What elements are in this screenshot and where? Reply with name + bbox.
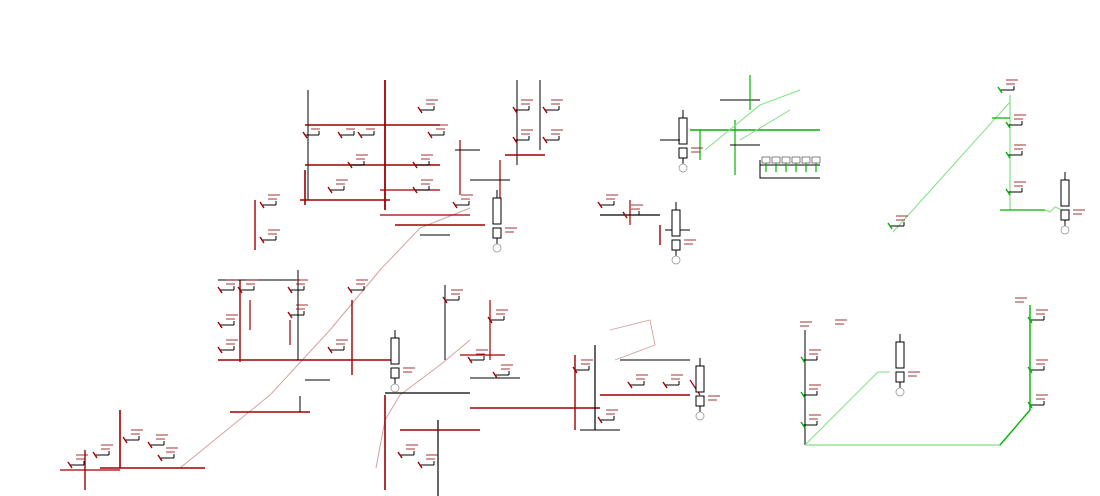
- riser-base: [671, 239, 681, 251]
- valve-mark: [512, 136, 518, 144]
- riser-column: [895, 341, 905, 369]
- valve-mark: [622, 211, 628, 219]
- valve-mark: [302, 131, 308, 139]
- valve-mark: [442, 296, 448, 304]
- riser-base: [390, 367, 400, 379]
- diagonal-supply: [804, 371, 890, 446]
- radiator: [781, 156, 791, 164]
- valve-mark: [237, 286, 243, 294]
- valve-mark: [1005, 188, 1011, 196]
- valve-mark: [259, 236, 265, 244]
- valve-mark: [662, 381, 668, 389]
- diagonal-link: [704, 89, 801, 151]
- diagonal-link: [609, 319, 656, 361]
- radiator: [771, 156, 781, 164]
- diagonal-link: [375, 339, 471, 469]
- valve-mark: [542, 136, 548, 144]
- valve-mark: [259, 201, 265, 209]
- valve-mark: [287, 286, 293, 294]
- diagonal-trunk: [179, 207, 471, 469]
- valve-mark: [397, 451, 403, 459]
- riser-column: [390, 337, 400, 365]
- valve-mark: [492, 371, 498, 379]
- riser-base: [492, 227, 502, 239]
- riser-column: [492, 197, 502, 225]
- valve-mark: [452, 201, 458, 209]
- diagonal-link: [739, 109, 791, 141]
- valve-mark: [217, 346, 223, 354]
- valve-mark: [1005, 151, 1011, 159]
- riser-marker-circle: [671, 255, 681, 265]
- valve-mark: [487, 316, 493, 324]
- valve-mark: [597, 416, 603, 424]
- valve-mark: [800, 356, 806, 364]
- valve-mark: [467, 356, 473, 364]
- valve-mark: [417, 106, 423, 114]
- radiator: [791, 156, 801, 164]
- valve-mark: [347, 286, 353, 294]
- riser-marker-circle: [492, 243, 502, 253]
- valve-mark: [627, 381, 633, 389]
- valve-mark: [887, 222, 893, 230]
- riser-marker-circle: [695, 411, 705, 421]
- pipe-run: [1044, 206, 1063, 213]
- valve-mark: [337, 131, 343, 139]
- riser-marker-circle: [678, 163, 688, 173]
- riser-base: [895, 371, 905, 383]
- valve-mark: [217, 321, 223, 329]
- valve-mark: [92, 451, 98, 459]
- riser-marker-circle: [390, 383, 400, 393]
- riser-column: [678, 117, 688, 145]
- radiator: [761, 156, 771, 164]
- radiator-frame: [759, 160, 820, 179]
- riser-base: [1060, 209, 1070, 221]
- valve-mark: [147, 441, 153, 449]
- valve-mark: [427, 131, 433, 139]
- valve-mark: [417, 461, 423, 469]
- pipe-run: [999, 305, 1031, 446]
- valve-mark: [1027, 316, 1033, 324]
- valve-mark: [800, 421, 806, 429]
- valve-mark: [347, 161, 353, 169]
- valve-mark: [542, 106, 548, 114]
- radiator: [811, 156, 821, 164]
- valve-mark: [357, 131, 363, 139]
- valve-mark: [1027, 401, 1033, 409]
- valve-mark: [1005, 121, 1011, 129]
- valve-mark: [412, 161, 418, 169]
- riser-base: [678, 147, 688, 159]
- riser-marker-circle: [1060, 225, 1070, 235]
- valve-mark: [597, 201, 603, 209]
- riser-marker-circle: [895, 387, 905, 397]
- valve-mark: [327, 186, 333, 194]
- valve-mark: [800, 391, 806, 399]
- valve-mark: [997, 86, 1003, 94]
- diagonal-supply: [892, 101, 1011, 233]
- valve-mark: [122, 436, 128, 444]
- valve-mark: [412, 186, 418, 194]
- valve-mark: [157, 454, 163, 462]
- riser-column: [695, 365, 705, 393]
- valve-mark: [327, 346, 333, 354]
- riser-column: [671, 209, 681, 237]
- valve-mark: [1027, 366, 1033, 374]
- riser-base: [695, 395, 705, 407]
- radiator: [801, 156, 811, 164]
- valve-mark: [67, 461, 73, 469]
- valve-mark: [512, 106, 518, 114]
- valve-mark: [287, 311, 293, 319]
- riser-column: [1060, 179, 1070, 207]
- valve-mark: [572, 366, 578, 374]
- valve-mark: [217, 286, 223, 294]
